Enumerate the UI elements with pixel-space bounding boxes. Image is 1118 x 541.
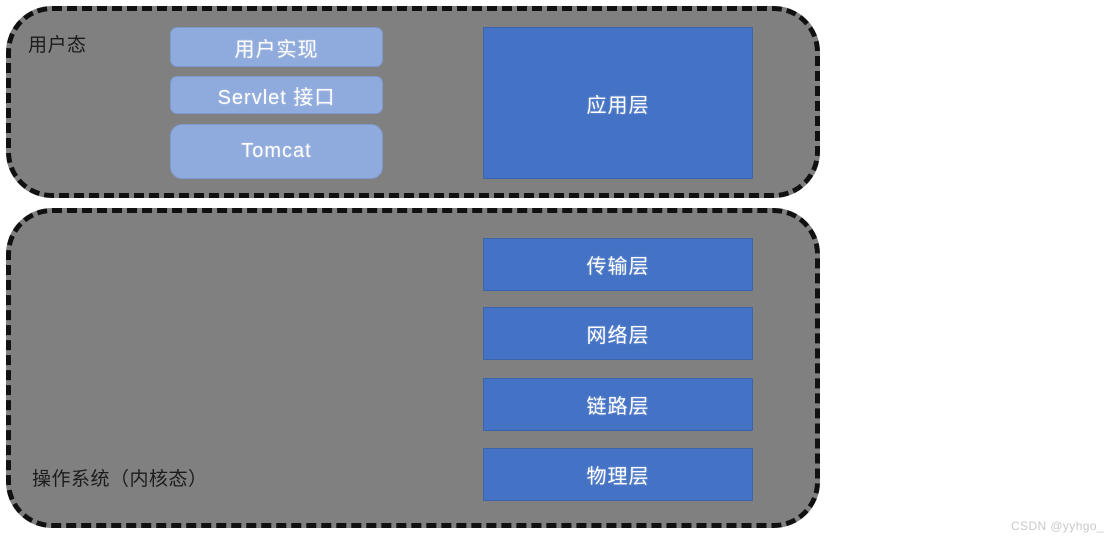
box-servlet-interface: Servlet 接口 — [170, 76, 383, 114]
box-user-implementation: 用户实现 — [170, 27, 383, 67]
watermark: CSDN @yyhgo_ — [1010, 519, 1104, 533]
box-tomcat: Tomcat — [170, 124, 383, 179]
box-network-layer: 网络层 — [483, 307, 753, 360]
box-link-layer: 链路层 — [483, 378, 753, 431]
zone-kernel-mode-label: 操作系统（内核态） — [32, 469, 208, 490]
zone-user-mode-label: 用户态 — [28, 35, 87, 56]
box-physical-layer: 物理层 — [483, 448, 753, 501]
box-transport-layer: 传输层 — [483, 238, 753, 291]
box-application-layer: 应用层 — [483, 27, 753, 179]
